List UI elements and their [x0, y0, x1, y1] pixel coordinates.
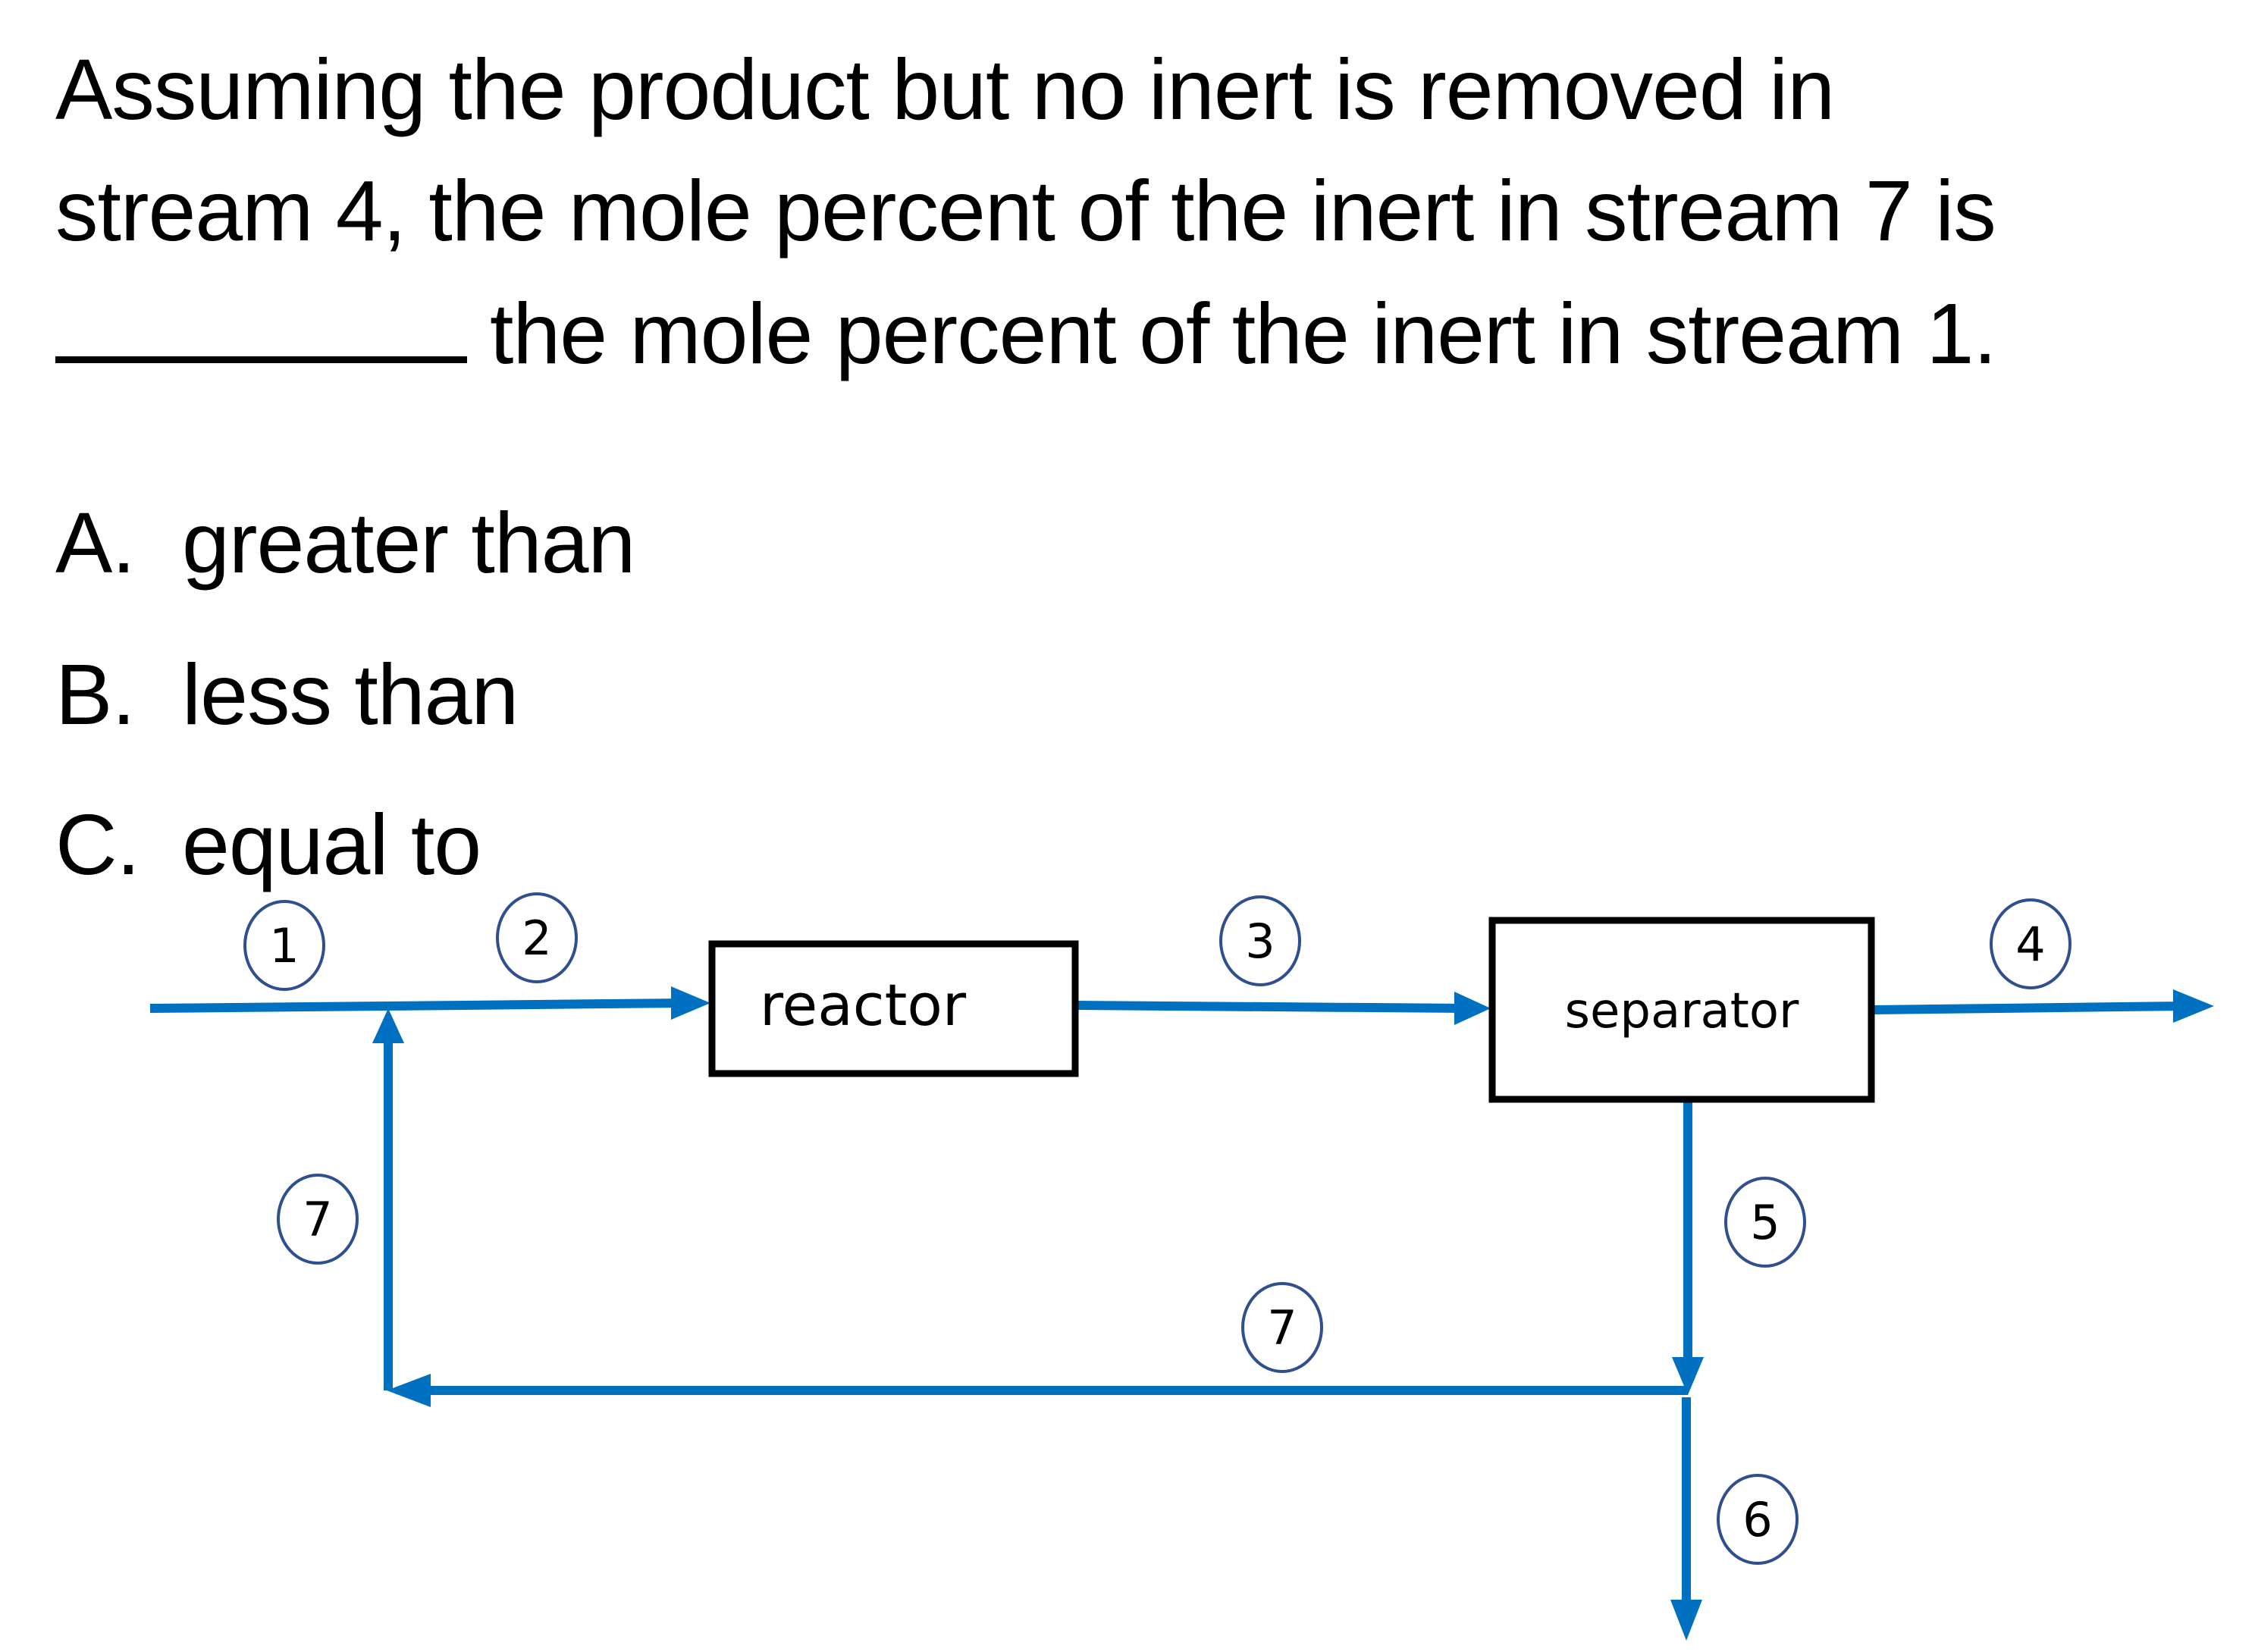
stream-4-line: [1872, 1002, 2184, 1014]
question-line-1: Assuming the product but no inert is rem…: [55, 42, 1835, 137]
stream-4-arrowhead: [2173, 989, 2214, 1023]
option-b[interactable]: B. less than: [55, 647, 519, 742]
reactor-label: reactor: [760, 971, 967, 1039]
option-c-text: equal to: [182, 797, 481, 892]
stream-2-number: 2: [522, 911, 551, 966]
stream-3-arrowhead: [1454, 992, 1491, 1025]
option-b-text: less than: [182, 647, 519, 742]
answer-blank: [55, 288, 467, 363]
stream-3-number: 3: [1245, 914, 1275, 969]
stream-2-line: [387, 998, 683, 1011]
option-c-letter: C.: [55, 797, 140, 892]
separator-box: [1488, 917, 1875, 1103]
stream-1-number: 1: [269, 918, 299, 973]
stream-3-circle: [1219, 895, 1301, 986]
stream-5-circle: [1724, 1177, 1806, 1268]
stream-4-circle: [1990, 898, 2072, 989]
stream-7-bottom-circle: [1241, 1282, 1323, 1373]
stream-7-left-circle: [277, 1174, 359, 1265]
option-b-letter: B.: [55, 647, 136, 742]
stream-7-up-arrowhead: [372, 1008, 404, 1043]
stream-5-number: 5: [1750, 1195, 1780, 1250]
option-c[interactable]: C.equal to: [55, 802, 481, 888]
stream-2-arrowhead: [671, 986, 710, 1020]
option-a[interactable]: A.greater than: [55, 500, 635, 586]
option-a-text: greater than: [182, 495, 635, 591]
stream-3-line: [1076, 1001, 1464, 1013]
stream-7-left-number: 7: [303, 1192, 332, 1247]
stream-6-arrowhead: [1670, 1600, 1702, 1641]
stream-1-line: [149, 1002, 389, 1013]
question-line-3-text: the mole percent of the inert in stream …: [490, 286, 1997, 381]
stream-6-number: 6: [1742, 1492, 1772, 1547]
question-line-2: stream 4, the mole percent of the inert …: [55, 163, 1996, 259]
separator-label: separator: [1565, 983, 1799, 1039]
reactor-box: [708, 940, 1079, 1077]
stream-6-circle: [1717, 1474, 1799, 1565]
stream-5-arrowhead: [1672, 1357, 1704, 1395]
question-line-3: the mole percent of the inert in stream …: [55, 288, 1997, 377]
stream-2-circle: [496, 892, 578, 983]
stream-7-bottom-number: 7: [1267, 1300, 1297, 1356]
stream-1-circle: [243, 900, 325, 991]
stream-7-left-arrowhead: [387, 1374, 431, 1407]
option-a-letter: A.: [55, 495, 136, 591]
stream-4-number: 4: [2015, 917, 2045, 972]
